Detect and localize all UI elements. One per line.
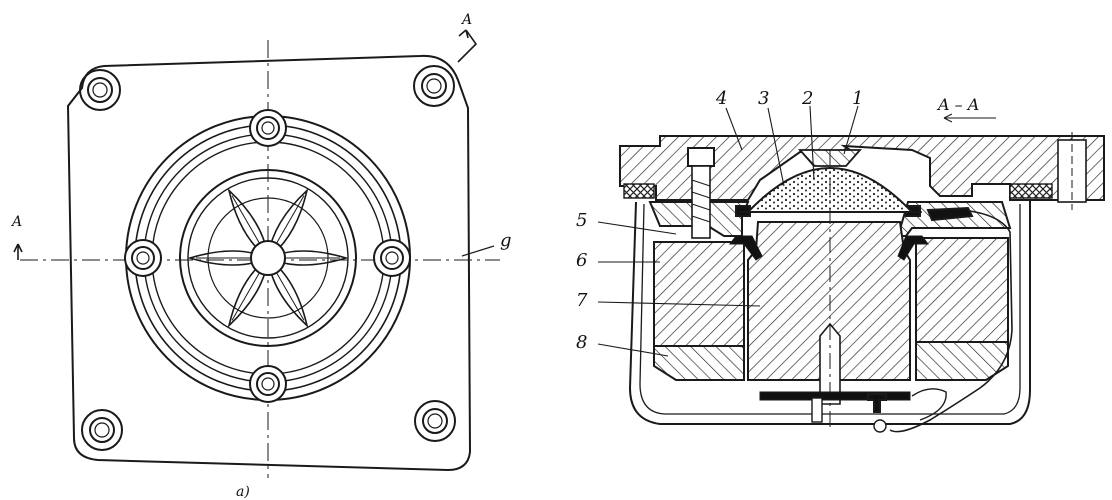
- phase-plug-petals: [187, 188, 349, 328]
- voice-coil-right: [897, 235, 929, 261]
- terminal-right: [867, 393, 887, 413]
- callout-2: 2: [801, 88, 813, 109]
- phase-plug-hub: [250, 240, 286, 276]
- back-plate-right: [915, 341, 1009, 381]
- section-mark-left: A: [10, 214, 22, 230]
- back-plate-left: [653, 345, 745, 381]
- wire-clip: [926, 206, 974, 222]
- ring-bolt-bottom: [249, 365, 287, 403]
- magnet-ring-left: [653, 241, 745, 347]
- section-title: A – A: [936, 95, 979, 114]
- corner-bolt-top-right: [413, 65, 455, 107]
- terminal-left: [811, 397, 823, 423]
- lead-wire-2: [911, 388, 947, 421]
- section-view: [619, 132, 1105, 433]
- callout-leaders: [597, 105, 996, 357]
- callout-7: 7: [576, 290, 588, 311]
- section-mark-top: A: [460, 12, 472, 28]
- magnet-ring-right: [915, 237, 1009, 343]
- callout-1: 1: [852, 88, 863, 109]
- side-label: g: [500, 230, 512, 251]
- terminal-board: [759, 391, 911, 401]
- plan-view: [13, 29, 500, 478]
- corner-bolt-bottom-left: [81, 409, 123, 451]
- callout-5: 5: [576, 210, 587, 231]
- mount-bolt-left: [687, 147, 715, 167]
- housing-can-inner: [639, 203, 1021, 415]
- terminal-eye: [873, 419, 887, 433]
- callout-4: 4: [715, 88, 727, 109]
- side-label-leader: [461, 245, 495, 257]
- section-arrow-left: [13, 243, 23, 260]
- ring-bolt-top: [249, 109, 287, 147]
- voice-coil-left: [729, 235, 763, 261]
- inner-ring-1: [179, 169, 357, 347]
- section-arrow-top: [457, 29, 478, 63]
- felt-pad-left: [623, 183, 655, 199]
- mount-bolt-left-shank: [691, 165, 711, 239]
- lead-wire: [889, 209, 1013, 433]
- flange-outline: [66, 54, 472, 472]
- callout-6: 6: [576, 250, 587, 271]
- corner-bolt-bottom-right: [414, 400, 456, 442]
- plan-caption: a): [236, 484, 250, 500]
- corner-bolt-top-left: [79, 69, 121, 111]
- ring-bolt-left: [124, 239, 162, 277]
- felt-pad-right: [1009, 183, 1053, 199]
- callout-8: 8: [576, 332, 587, 353]
- ring-bolt-right: [373, 239, 411, 277]
- housing-can: [628, 200, 1031, 425]
- callout-3: 3: [758, 88, 769, 109]
